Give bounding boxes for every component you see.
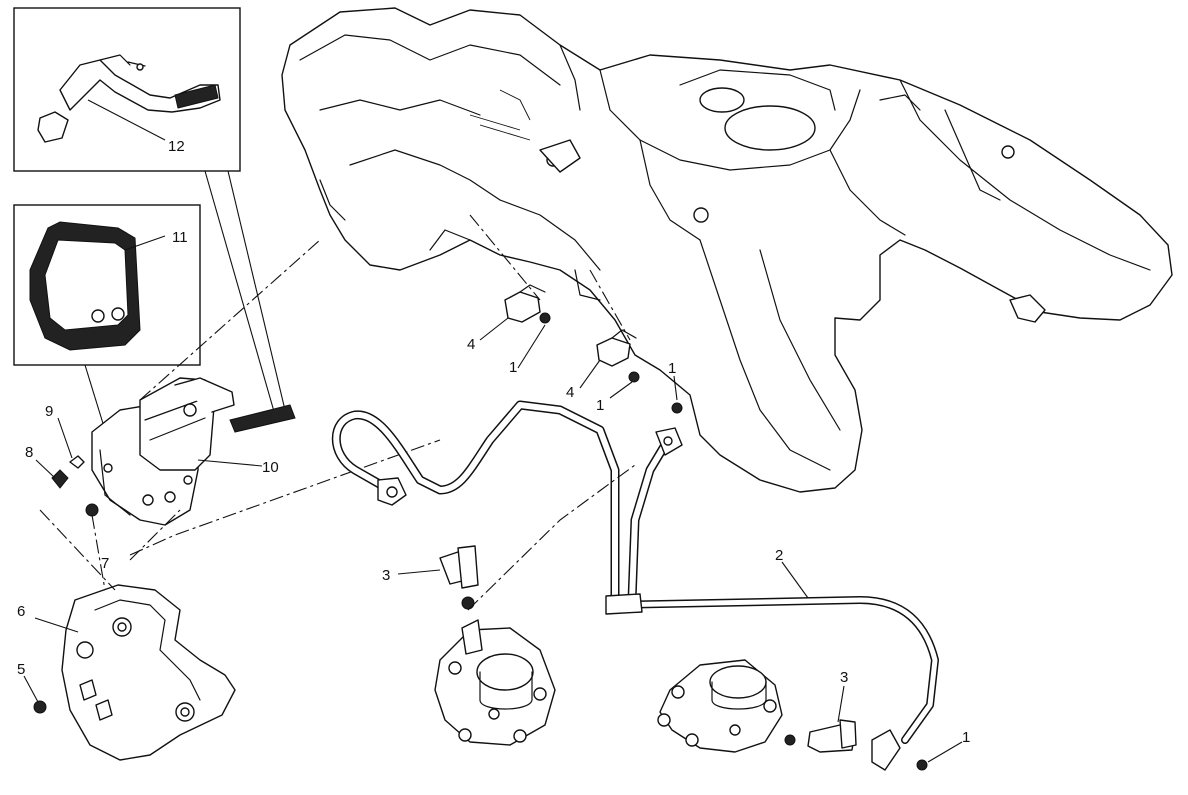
guide-line-a <box>39 509 116 591</box>
leader-1c <box>673 375 678 401</box>
callout-7-screws: 7 <box>101 555 109 572</box>
callout-2-fuel-line: 2 <box>775 547 783 564</box>
injector-right <box>784 685 857 753</box>
inset-box-12 <box>13 7 241 172</box>
callout-9-fitting: 9 <box>45 403 53 420</box>
guide-line-g <box>589 269 631 341</box>
cover-6 <box>34 584 236 761</box>
fuel-tank <box>281 7 1173 493</box>
callout-10-fuel-pump: 10 <box>262 459 279 476</box>
callout-1-upper-bracket: 1 <box>509 359 517 376</box>
bracket-lower <box>579 329 640 399</box>
callout-11-gasket: 11 <box>172 229 188 246</box>
fuel-line-2 <box>605 561 939 771</box>
injector-left <box>397 545 479 610</box>
callout-6-cover: 6 <box>17 603 25 620</box>
guide-line-e <box>139 239 321 401</box>
fuel-hose-upper <box>331 400 683 605</box>
leader-5 <box>23 675 39 703</box>
callout-1-fuel-line: 1 <box>962 729 970 746</box>
callout-8-fitting: 8 <box>25 444 33 461</box>
leader-inset11 <box>84 364 106 431</box>
guide-line-b <box>91 514 106 591</box>
bracket-upper <box>479 284 551 369</box>
throttle-body-right <box>657 659 783 753</box>
leader-1d <box>927 741 963 763</box>
callout-3-injector-left: 3 <box>382 567 390 584</box>
callout-5-fastener: 5 <box>17 661 25 678</box>
fastener-1c <box>671 402 683 414</box>
guide-line-f <box>469 214 541 301</box>
callout-3-injector-right: 3 <box>840 669 848 686</box>
callout-1-lower-bracket: 1 <box>596 397 604 414</box>
small-fasteners-left <box>35 417 99 517</box>
callout-4-upper-bracket: 4 <box>467 336 475 353</box>
guide-line-d <box>129 509 181 561</box>
callout-4-lower-bracket: 4 <box>566 384 574 401</box>
callout-1-hose: 1 <box>668 360 676 377</box>
fastener-5 <box>33 700 47 714</box>
inset-box-11 <box>13 204 201 366</box>
fuel-pump-assembly <box>91 377 296 526</box>
leader-inset12-b <box>227 170 286 411</box>
guide-line-h <box>467 464 636 611</box>
fastener-1d <box>916 759 928 771</box>
callout-12-level-sensor: 12 <box>168 138 185 155</box>
throttle-body-left <box>434 619 556 746</box>
leader-inset12-a <box>204 170 276 416</box>
